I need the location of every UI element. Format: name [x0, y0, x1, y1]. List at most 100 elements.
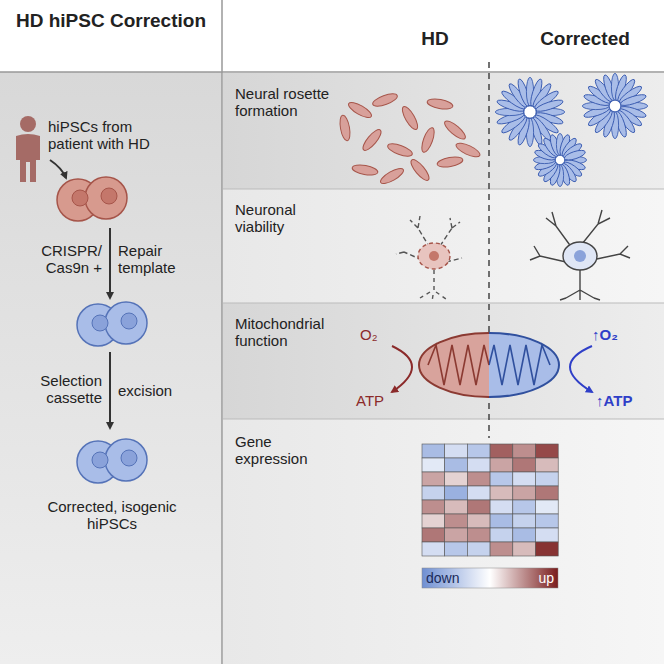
mitochondrion — [428, 345, 489, 385]
edited-hipsc-cells — [121, 313, 137, 329]
left-panel-ground — [221, 0, 223, 664]
heatmap — [445, 486, 468, 500]
heatmap — [513, 458, 536, 472]
heatmap — [490, 486, 513, 500]
row-bands — [223, 419, 664, 420]
heatmap — [513, 542, 536, 556]
heatmap — [536, 514, 559, 528]
hd-hipsc-cells — [72, 190, 88, 206]
disorganized-cells — [360, 127, 384, 153]
hd-hipsc-cells — [85, 177, 127, 219]
step-label: hiPSCs from patient with HD — [48, 118, 178, 153]
patient-icon — [16, 116, 40, 182]
neural-rosette — [619, 92, 647, 107]
heatmap — [422, 528, 445, 542]
disorganized-cells — [378, 166, 405, 187]
heatmap — [513, 514, 536, 528]
arrow — [109, 352, 111, 428]
row-bands — [223, 189, 664, 303]
corrected-neuron — [530, 210, 630, 300]
heatmap — [536, 486, 559, 500]
heatmap — [467, 514, 490, 528]
step-label: CRISPR/ Cas9n + — [20, 242, 102, 277]
neural-rosette — [495, 73, 647, 186]
heatmap — [445, 472, 468, 486]
heatmap — [490, 444, 513, 458]
scale-label: down — [426, 570, 476, 586]
heatmap — [490, 458, 513, 472]
corrected-neuron — [574, 250, 586, 262]
heatmap — [467, 472, 490, 486]
row-bands — [223, 303, 664, 419]
edited-hipsc-cells — [77, 302, 147, 346]
hd-neuron — [418, 243, 450, 269]
panel-title: HD hiPSC Correction — [0, 10, 222, 32]
heatmap — [445, 444, 468, 458]
heatmap — [422, 444, 558, 556]
heatmap — [422, 458, 445, 472]
heatmap — [513, 444, 536, 458]
heatmap — [422, 500, 445, 514]
heatmap — [445, 514, 468, 528]
disorganized-cells — [442, 118, 468, 142]
corrected-neuron — [560, 270, 600, 300]
row-label: Gene expression — [235, 433, 335, 468]
row-bands — [223, 189, 664, 190]
heatmap — [536, 444, 559, 458]
metric-label: O₂ — [360, 326, 400, 343]
step-label: excision — [118, 382, 208, 399]
heatmap — [490, 500, 513, 514]
disorganized-cells — [400, 104, 421, 131]
row-band: Neural rosette formation — [223, 73, 333, 189]
mitochondrion — [489, 333, 559, 397]
heatmap — [445, 542, 468, 556]
step-label: Repair template — [118, 242, 214, 277]
row-bands — [223, 73, 664, 664]
edited-hipsc-cells — [105, 302, 147, 344]
heatmap — [467, 444, 490, 458]
corrected-hipsc-cells — [77, 439, 147, 483]
mitochondrion — [419, 333, 559, 397]
heatmap — [422, 514, 445, 528]
heatmap — [445, 458, 468, 472]
heatmap — [422, 486, 445, 500]
heatmap — [422, 444, 445, 458]
corrected-neuron — [563, 242, 597, 270]
disorganized-cells — [426, 97, 453, 110]
neural-rosette — [555, 155, 564, 164]
disorganized-cells — [454, 140, 481, 159]
mitochondrion — [489, 345, 550, 385]
column-header: HD — [400, 28, 470, 50]
row-band: Mitochondrial function — [223, 303, 343, 419]
corrected-neuron — [530, 210, 630, 262]
disorganized-cells — [351, 163, 378, 176]
arrow — [392, 346, 412, 392]
row-bands — [223, 419, 664, 664]
neural-rosette — [563, 148, 586, 162]
metric-label: ↑ATP — [596, 392, 656, 409]
hd-hipsc-cells — [101, 188, 117, 204]
heatmap — [467, 528, 490, 542]
row-bands — [223, 303, 664, 304]
edited-hipsc-cells — [92, 315, 108, 331]
disorganized-cells — [338, 91, 481, 186]
disorganized-cells — [408, 157, 432, 183]
row-band: Gene expression — [223, 419, 333, 499]
mitochondrion — [489, 333, 559, 397]
heatmap — [536, 500, 559, 514]
hd-neuron — [396, 216, 462, 302]
heatmap — [422, 542, 445, 556]
mitochondrion — [419, 333, 489, 397]
heatmap — [513, 528, 536, 542]
corrected-hipsc-cells — [92, 452, 108, 468]
disorganized-cells — [436, 155, 463, 168]
row-label: Neural rosette formation — [235, 85, 335, 120]
heatmap — [467, 458, 490, 472]
hd-neuron — [429, 251, 439, 261]
heatmap — [490, 472, 513, 486]
heatmap — [490, 542, 513, 556]
scale-label: up — [524, 570, 554, 586]
disorganized-cells — [386, 141, 414, 158]
